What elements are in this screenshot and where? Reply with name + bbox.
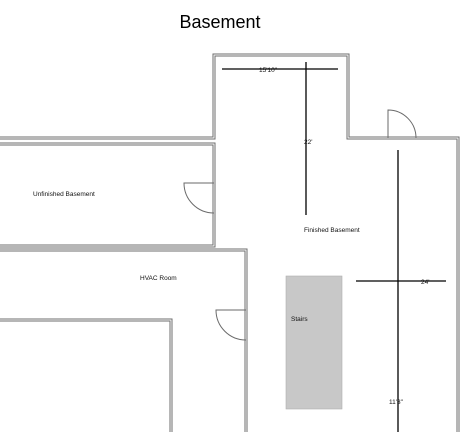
walls — [0, 53, 460, 432]
stairs-label: Stairs — [291, 316, 308, 323]
unfinished-basement-label: Unfinished Basement — [33, 191, 95, 198]
hvac-room-label: HVAC Room — [140, 275, 177, 282]
lower-block-wall — [0, 318, 173, 432]
stairs — [285, 275, 343, 410]
hvac-room-wall — [0, 248, 248, 432]
plan-title: Basement — [179, 12, 260, 32]
right-width-label: 24' — [421, 279, 429, 286]
hall-length-label: 22' — [304, 139, 312, 146]
exterior-door-icon — [387, 109, 417, 139]
dimension-lines — [222, 62, 446, 432]
outer-wall — [0, 53, 460, 432]
hvac-room-door-icon — [215, 309, 247, 341]
top-width-label: 15'10" — [259, 67, 278, 74]
finished-basement-label: Finished Basement — [304, 227, 360, 234]
right-length-label: 11'3" — [389, 399, 404, 406]
doors — [183, 109, 417, 341]
unfinished-room-door-icon — [183, 182, 215, 214]
